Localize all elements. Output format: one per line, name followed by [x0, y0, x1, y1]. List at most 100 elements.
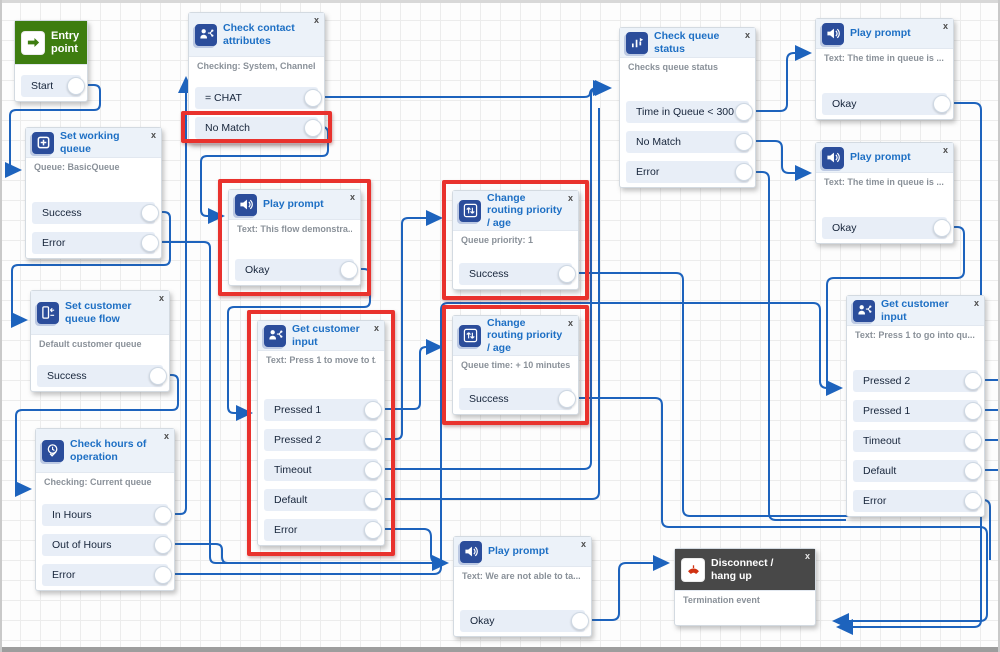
flow-node-play-prompt-3[interactable]: Play prompt x Text: The time in queue is… [815, 142, 954, 244]
output-row-success[interactable]: Success [459, 388, 576, 410]
connection-port[interactable] [964, 492, 982, 510]
output-label: In Hours [52, 509, 92, 521]
flow-node-set-working-queue[interactable]: Set working queue x Queue: BasicQueue Su… [25, 127, 162, 259]
connection-port[interactable] [735, 103, 753, 121]
connection-port[interactable] [364, 401, 382, 419]
flow-node-change-routing-priority-2[interactable]: Change routing priority / age x Queue ti… [452, 315, 579, 415]
connection-port[interactable] [964, 402, 982, 420]
output-row-no-match[interactable]: No Match [195, 117, 322, 139]
flow-node-change-routing-priority-1[interactable]: Change routing priority / age x Queue pr… [452, 190, 579, 290]
connection-port[interactable] [558, 390, 576, 408]
bottom-scrollbar[interactable] [0, 647, 1000, 652]
close-icon[interactable]: x [567, 193, 573, 203]
output-label: No Match [636, 136, 681, 148]
flow-node-play-prompt-1[interactable]: Play prompt x Text: This flow demonstra.… [228, 189, 361, 286]
connection-port[interactable] [304, 119, 322, 137]
output-row-success[interactable]: Success [37, 365, 167, 387]
flow-node-check-queue-status[interactable]: Check queue status x Checks queue status… [619, 27, 756, 188]
output-row-timeout[interactable]: Timeout [853, 430, 982, 452]
connection-port[interactable] [364, 491, 382, 509]
output-row-error[interactable]: Error [626, 161, 753, 183]
connection-port[interactable] [154, 566, 172, 584]
output-row-timeout[interactable]: Timeout [264, 459, 382, 481]
node-title: Check hours of operation [70, 438, 147, 463]
output-row-error[interactable]: Error [264, 519, 382, 541]
output-row-start[interactable]: Start [21, 75, 85, 97]
close-icon[interactable]: x [580, 539, 586, 549]
output-row-success[interactable]: Success [459, 263, 576, 285]
flow-node-get-customer-input-2[interactable]: Get customer input x Text: Press 1 to go… [846, 295, 985, 517]
connection-port[interactable] [964, 372, 982, 390]
connection-port[interactable] [964, 462, 982, 480]
output-row-out-of-hours[interactable]: Out of Hours [42, 534, 172, 556]
close-icon[interactable]: x [150, 130, 156, 140]
output-label: Error [274, 524, 298, 536]
connection-port[interactable] [364, 521, 382, 539]
close-icon[interactable]: x [942, 145, 948, 155]
output-row-error[interactable]: Error [853, 490, 982, 512]
output-row-pressed-1[interactable]: Pressed 1 [853, 400, 982, 422]
close-icon[interactable]: x [973, 298, 979, 308]
output-label: Pressed 2 [274, 434, 322, 446]
close-icon[interactable]: x [804, 551, 810, 561]
connection-port[interactable] [364, 431, 382, 449]
output-row-pressed-2[interactable]: Pressed 2 [853, 370, 982, 392]
output-row-time-in-queue-300[interactable]: Time in Queue < 300 [626, 101, 753, 123]
close-icon[interactable]: x [158, 293, 164, 303]
connection-port[interactable] [67, 77, 85, 95]
close-icon[interactable]: x [313, 15, 319, 25]
connection-port[interactable] [304, 89, 322, 107]
output-row-okay[interactable]: Okay [235, 259, 358, 281]
connection-port[interactable] [558, 265, 576, 283]
close-icon[interactable]: x [163, 431, 169, 441]
flow-node-get-customer-input-1[interactable]: Get customer input x Text: Press 1 to mo… [257, 320, 385, 546]
phone-down-icon [681, 557, 705, 582]
connection-port[interactable] [141, 234, 159, 252]
output-row-okay[interactable]: Okay [460, 610, 589, 632]
output-label: Timeout [274, 464, 312, 476]
close-icon[interactable]: x [942, 21, 948, 31]
close-icon[interactable]: x [349, 192, 355, 202]
flow-node-entry-point[interactable]: Entry point Start [14, 20, 88, 102]
connection-port[interactable] [149, 367, 167, 385]
connection-port[interactable] [933, 219, 951, 237]
close-icon[interactable]: x [373, 323, 379, 333]
flow-connector [582, 555, 670, 621]
output-row-okay[interactable]: Okay [822, 217, 951, 239]
flow-node-check-contact-attributes[interactable]: Check contact attributes x Checking: Sys… [188, 12, 325, 144]
output-row--chat[interactable]: = CHAT [195, 87, 322, 109]
output-row-error[interactable]: Error [42, 564, 172, 586]
connection-port[interactable] [340, 261, 358, 279]
output-label: Pressed 1 [274, 404, 322, 416]
output-row-success[interactable]: Success [32, 202, 159, 224]
output-row-default[interactable]: Default [264, 489, 382, 511]
speaker-icon [822, 22, 844, 45]
connection-port[interactable] [141, 204, 159, 222]
connection-port[interactable] [735, 163, 753, 181]
output-row-okay[interactable]: Okay [822, 93, 951, 115]
connection-port[interactable] [964, 432, 982, 450]
connection-port[interactable] [571, 612, 589, 630]
output-row-error[interactable]: Error [32, 232, 159, 254]
connection-port[interactable] [735, 133, 753, 151]
output-row-pressed-2[interactable]: Pressed 2 [264, 429, 382, 451]
flow-node-check-hours-of-operation[interactable]: Check hours of operation x Checking: Cur… [35, 428, 175, 591]
flow-node-disconnect-hang-up[interactable]: Disconnect / hang up x Termination event [674, 548, 816, 626]
flow-node-play-prompt-2[interactable]: Play prompt x Text: The time in queue is… [815, 18, 954, 120]
output-row-in-hours[interactable]: In Hours [42, 504, 172, 526]
close-icon[interactable]: x [567, 318, 573, 328]
customer-input-icon [264, 324, 286, 347]
flow-node-play-prompt-4[interactable]: Play prompt x Text: We are not able to t… [453, 536, 592, 637]
connection-port[interactable] [933, 95, 951, 113]
node-description: Checks queue status [628, 62, 719, 72]
output-row-pressed-1[interactable]: Pressed 1 [264, 399, 382, 421]
connection-port[interactable] [364, 461, 382, 479]
close-icon[interactable]: x [744, 30, 750, 40]
output-row-no-match[interactable]: No Match [626, 131, 753, 153]
node-header: Play prompt x [816, 143, 953, 173]
output-row-default[interactable]: Default [853, 460, 982, 482]
connection-port[interactable] [154, 536, 172, 554]
connection-port[interactable] [154, 506, 172, 524]
flow-node-set-customer-queue-flow[interactable]: Set customer queue flow x Default custom… [30, 290, 170, 392]
